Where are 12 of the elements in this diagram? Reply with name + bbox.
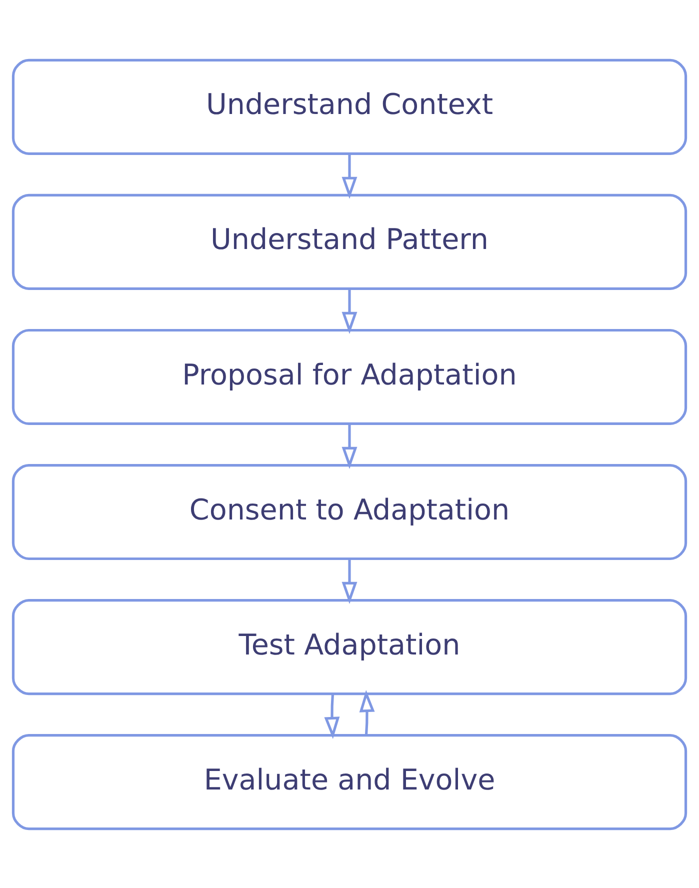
node-box: Test Adaptation — [12, 598, 688, 695]
arrow — [324, 693, 340, 739]
arrow — [359, 689, 375, 735]
arrow — [342, 288, 358, 334]
node-box: Consent to Adaptation — [12, 463, 688, 560]
node-box: Understand Context — [12, 58, 688, 154]
node-box: Evaluate and Evolve — [12, 734, 688, 830]
node-box: Proposal for Adaptation — [12, 328, 688, 425]
node-box: Understand Pattern — [12, 193, 688, 290]
arrow — [342, 558, 358, 604]
arrow — [342, 423, 358, 468]
arrow — [342, 153, 358, 198]
